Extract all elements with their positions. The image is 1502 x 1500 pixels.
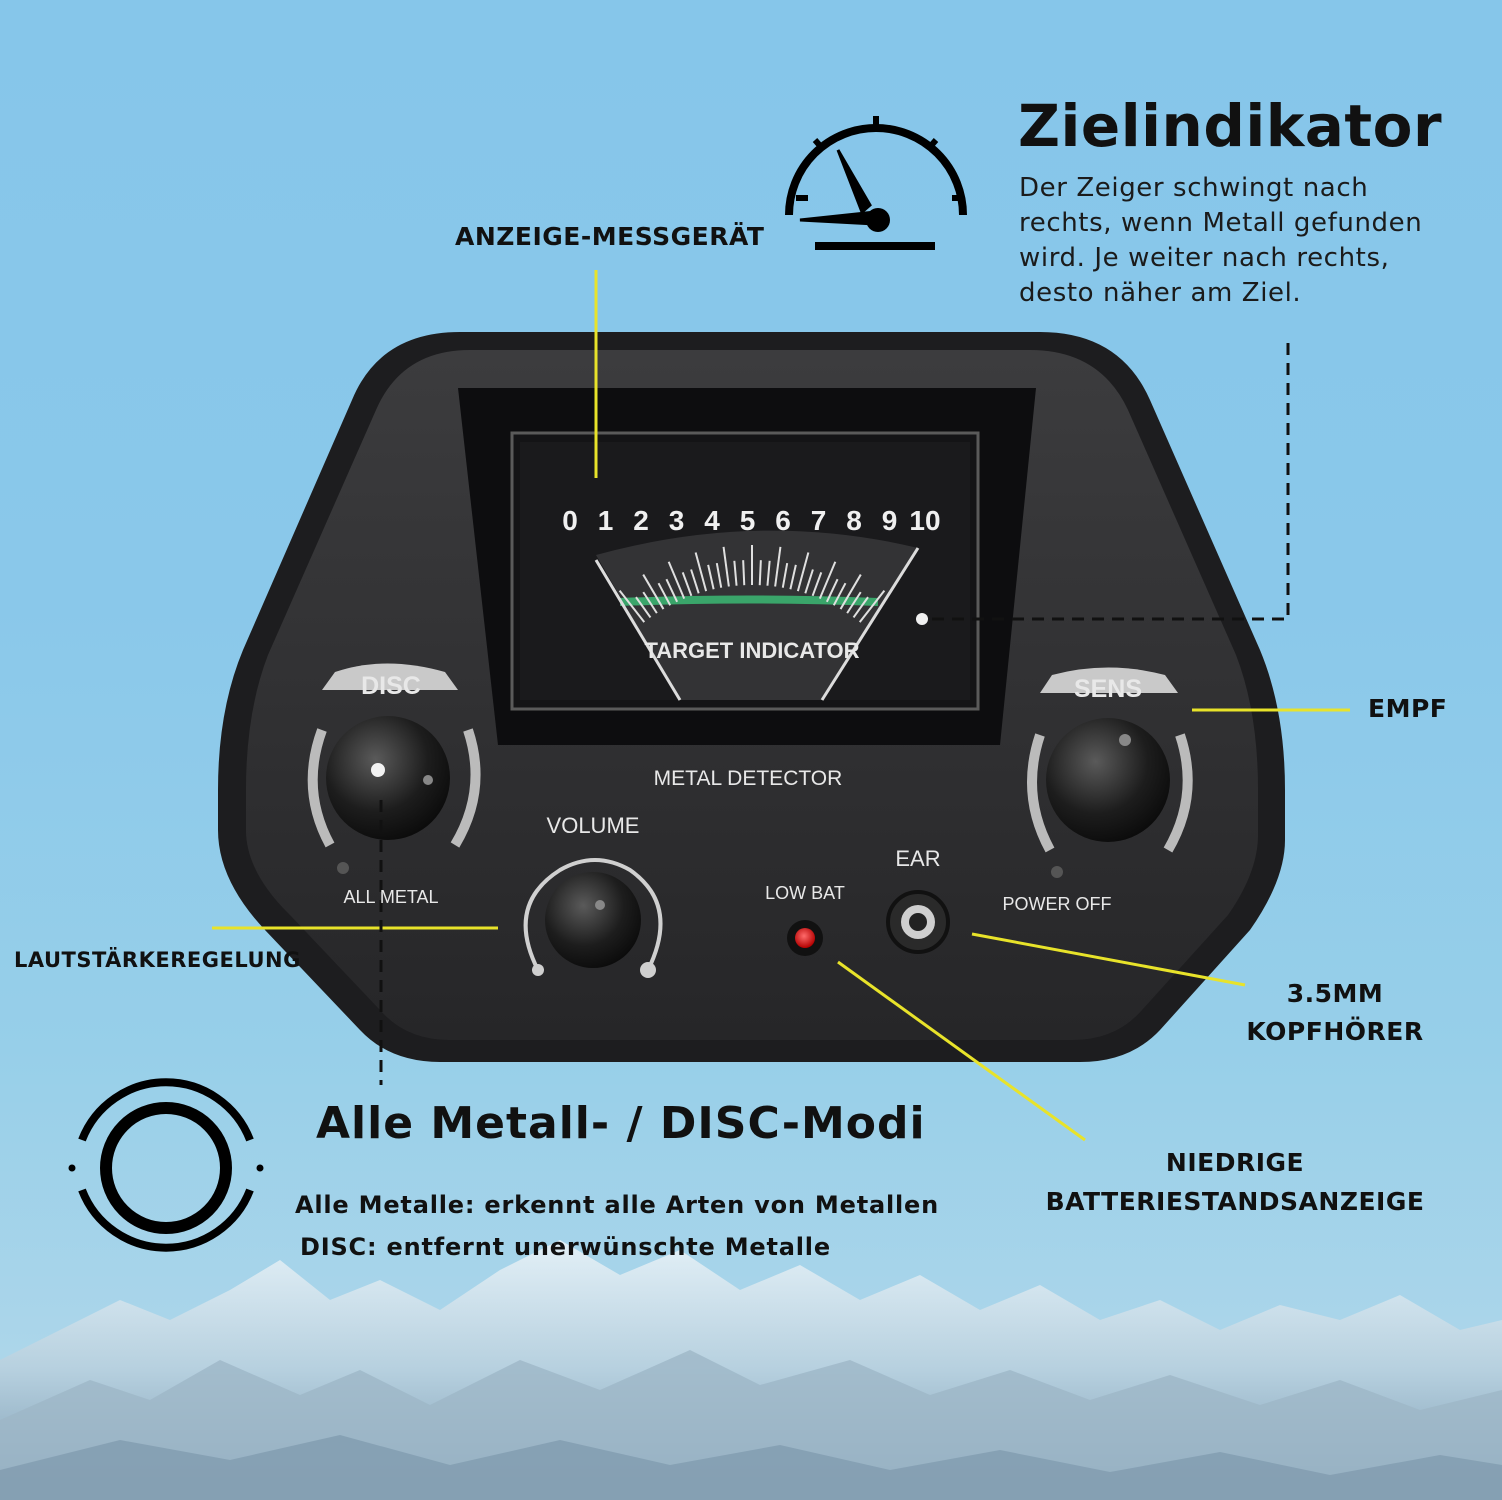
power-off-label: POWER OFF [1003, 894, 1112, 914]
meter-tick [781, 562, 789, 588]
meter-tick [811, 572, 823, 597]
meter-tick [758, 560, 762, 586]
meter-tick [715, 562, 723, 588]
volume-knob[interactable] [523, 858, 663, 978]
meter-tick [832, 582, 847, 606]
meter-tick [796, 552, 810, 592]
volume-label: VOLUME [547, 813, 640, 838]
meter-scale-number: 7 [811, 505, 827, 536]
meter-tick [818, 561, 837, 600]
sens-label: SENS [1074, 675, 1142, 703]
meter-tick [839, 574, 862, 610]
meter-scale-number: 9 [882, 505, 898, 536]
meter-scale-number: 6 [775, 505, 791, 536]
meter-tick [707, 564, 715, 590]
dashed-callout-lines [379, 340, 1290, 1085]
meter-scale-number: 10 [909, 505, 940, 536]
low-bat-label: LOW BAT [765, 883, 845, 903]
headphone-callout-label: 3.5MM KOPFHÖRER [1215, 975, 1455, 1051]
modes-title: Alle Metall- / DISC-Modi [316, 1098, 926, 1149]
meter-tick [657, 582, 672, 606]
meter-tick [635, 596, 652, 619]
meter-tick [804, 569, 814, 594]
meter-scale-number: 1 [598, 505, 614, 536]
ear-label: EAR [895, 846, 940, 871]
meter-scale-number: 8 [846, 505, 862, 536]
meter-tick [789, 564, 797, 590]
volume-callout-label: LAUTSTÄRKEREGELUNG [14, 948, 301, 972]
headphone-callout-line: KOPFHÖRER [1246, 1017, 1424, 1046]
meter-tick [681, 572, 693, 597]
description-line: desto näher am Ziel. [1019, 278, 1302, 308]
headphone-callout-line: 3.5MM [1286, 979, 1384, 1008]
meter-window [458, 388, 1036, 745]
description-line: rechts, wenn Metall gefunden [1019, 208, 1423, 238]
meter-tick [742, 560, 746, 586]
all-metal-label: ALL METAL [343, 887, 438, 907]
meter-scale-number: 0 [562, 505, 578, 536]
meter-tick [618, 589, 646, 623]
target-rings-icon [68, 1078, 264, 1252]
meter-tick [774, 546, 782, 587]
low-battery-led [787, 920, 823, 956]
meter-tick [665, 578, 679, 603]
sens-knob[interactable] [1027, 667, 1193, 879]
meter-tick [766, 560, 771, 586]
meter-scale-number: 4 [704, 505, 720, 536]
meter-tick [690, 569, 700, 594]
description-line: Der Zeiger schwingt nach [1019, 173, 1369, 203]
meter-tick [722, 546, 730, 587]
headphone-jack[interactable] [886, 890, 950, 954]
target-indicator-description: Der Zeiger schwingt nach rechts, wenn Me… [1019, 171, 1489, 311]
meter-tick [846, 591, 862, 614]
sensitivity-callout-label: EMPF [1368, 694, 1448, 723]
meter-tick [733, 560, 738, 586]
callout-lines [212, 270, 1350, 1142]
meter-tick [858, 589, 886, 623]
low-battery-callout-line: NIEDRIGE [1165, 1148, 1305, 1177]
meter-tick [825, 578, 839, 603]
meter-callout-label: ANZEIGE-MESSGERÄT [455, 222, 765, 251]
description-line: wird. Je weiter nach rechts, [1019, 243, 1390, 273]
low-battery-callout-line: BATTERIESTANDSANZEIGE [1045, 1187, 1425, 1216]
meter-tick [694, 552, 708, 592]
modes-line-all-metal: Alle Metalle: erkennt alle Arten von Met… [295, 1191, 939, 1219]
brand-label: METAL DETECTOR [654, 767, 843, 790]
modes-line-disc: DISC: entfernt unerwünschte Metalle [300, 1233, 831, 1261]
disc-label: DISC [361, 672, 421, 700]
meter-scale-number: 3 [669, 505, 685, 536]
meter-label: TARGET INDICATOR [644, 638, 859, 663]
meter-tick [667, 561, 686, 600]
meter-scale-number: 5 [740, 505, 756, 536]
meter-scale-number: 2 [633, 505, 649, 536]
meter-tick [852, 596, 869, 619]
gauge-icon [785, 116, 967, 250]
meter-tick [642, 574, 665, 610]
target-indicator-title: Zielindikator [1018, 92, 1443, 160]
mountains [0, 1240, 1502, 1500]
meter-tick [642, 591, 658, 614]
low-battery-callout-label: NIEDRIGE BATTERIESTANDSANZEIGE [995, 1143, 1475, 1221]
disc-knob[interactable] [307, 663, 481, 875]
